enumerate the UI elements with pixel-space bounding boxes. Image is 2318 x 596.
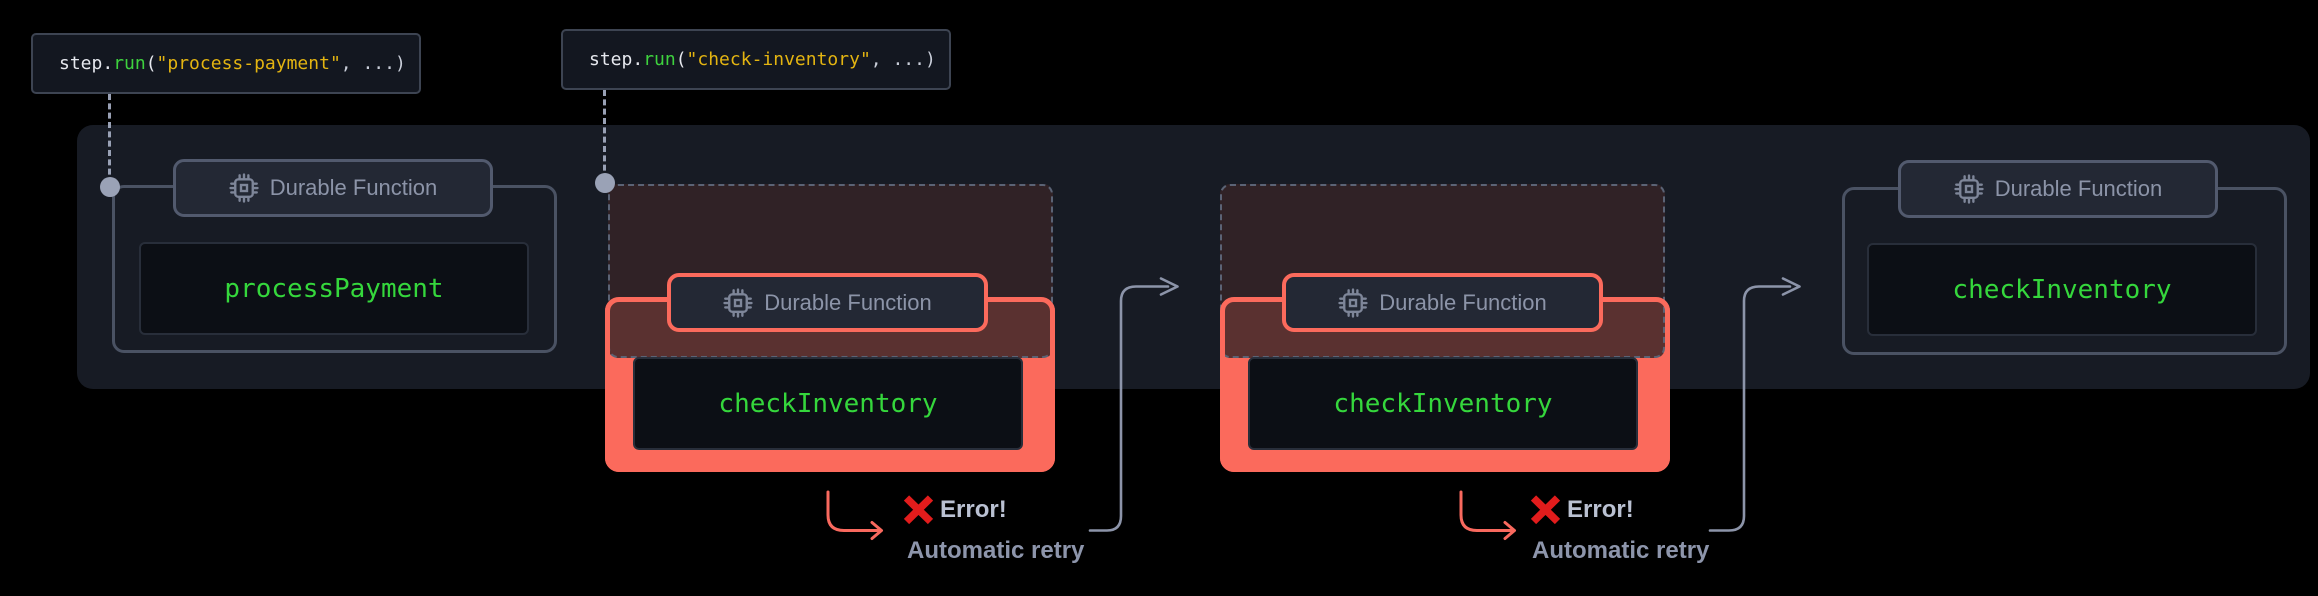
code-tooltip-process-payment: step.run("process-payment", ...) <box>31 33 421 94</box>
chip-icon <box>1338 287 1368 318</box>
automatic-retry-label: Automatic retry <box>907 537 1085 564</box>
chip-icon <box>1954 174 1984 204</box>
badge-label: Durable Function <box>1994 176 2163 201</box>
code-token-method: run <box>643 49 676 70</box>
badge-label: Durable Function <box>1379 289 1547 315</box>
durable-function-badge: Durable Function <box>173 159 493 217</box>
function-code-box: processPayment <box>139 242 529 335</box>
error-label: Error! <box>1567 496 1634 523</box>
dashed-connector <box>108 94 111 184</box>
function-code-box: checkInventory <box>1867 243 2257 336</box>
error-arrow <box>1459 490 1513 532</box>
code-token-object: step. <box>59 53 114 74</box>
code-token-rest: , ...) <box>870 49 936 70</box>
error-arrowhead <box>870 521 883 540</box>
durable-function-badge-error: Durable Function <box>667 273 988 332</box>
error-label: Error! <box>940 496 1007 523</box>
timeline-dot <box>595 173 615 193</box>
error-arrow <box>826 490 880 532</box>
function-name: checkInventory <box>718 388 938 419</box>
chip-icon <box>723 287 753 318</box>
x-mark-icon <box>903 495 934 525</box>
code-token-string: "process-payment" <box>156 53 341 74</box>
code-tooltip-check-inventory: step.run("check-inventory", ...) <box>561 29 951 90</box>
durable-function-badge-error: Durable Function <box>1282 273 1603 332</box>
code-token-paren: ( <box>145 53 157 74</box>
badge-label: Durable Function <box>269 175 438 200</box>
chip-icon <box>229 173 259 203</box>
timeline-dot <box>100 177 120 197</box>
code-token-method: run <box>113 53 146 74</box>
code-token-rest: , ...) <box>340 53 406 74</box>
function-name: processPayment <box>224 273 444 304</box>
function-code-box: checkInventory <box>1248 357 1638 450</box>
x-mark-icon <box>1530 495 1561 525</box>
function-name: checkInventory <box>1952 274 2172 305</box>
function-code-box: checkInventory <box>633 357 1023 450</box>
function-name: checkInventory <box>1333 388 1553 419</box>
code-token-object: step. <box>589 49 644 70</box>
badge-label: Durable Function <box>764 289 932 315</box>
dashed-connector <box>603 90 606 180</box>
code-token-string: "check-inventory" <box>686 49 871 70</box>
durable-function-badge: Durable Function <box>1898 160 2218 218</box>
automatic-retry-label: Automatic retry <box>1532 537 1710 564</box>
code-token-paren: ( <box>675 49 687 70</box>
error-arrowhead <box>1503 521 1516 540</box>
